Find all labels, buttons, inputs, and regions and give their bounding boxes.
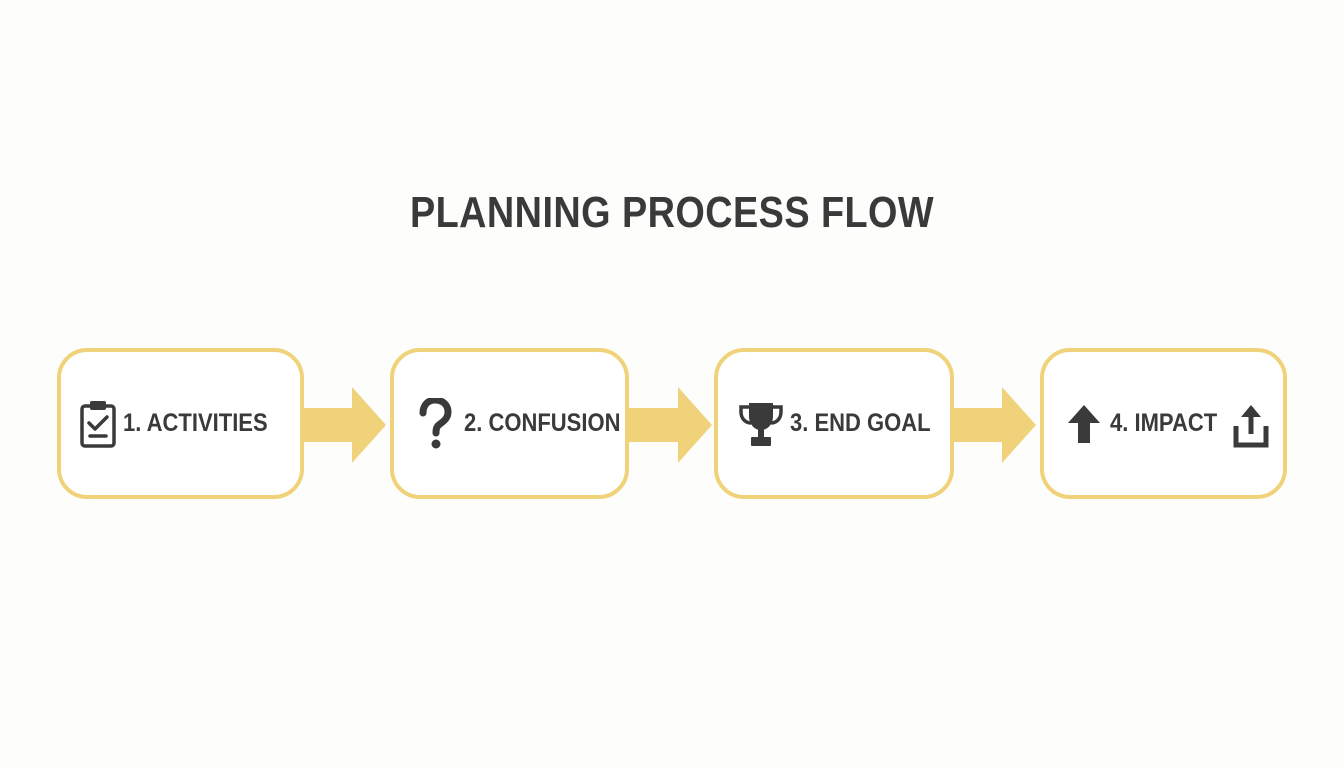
step-label: 3. END GOAL xyxy=(790,409,931,437)
arrow-right-icon xyxy=(302,387,386,463)
arrow-up-icon xyxy=(1066,403,1102,445)
arrow-right-icon xyxy=(952,387,1036,463)
step-end-goal: 3. END GOAL xyxy=(714,348,954,499)
question-mark-icon xyxy=(418,397,452,450)
clipboard-check-icon xyxy=(79,399,117,449)
diagram-title: PLANNING PROCESS FLOW xyxy=(409,188,935,237)
step-impact: 4. IMPACT xyxy=(1040,348,1287,499)
step-confusion: 2. CONFUSION xyxy=(390,348,629,499)
share-upload-icon xyxy=(1231,404,1271,450)
arrow-right-icon xyxy=(628,387,712,463)
step-activities: 1. ACTIVITIES xyxy=(57,348,304,499)
step-label: 1. ACTIVITIES xyxy=(123,409,268,437)
step-label: 2. CONFUSION xyxy=(464,409,621,437)
step-label: 4. IMPACT xyxy=(1110,409,1218,437)
trophy-icon xyxy=(738,400,784,448)
